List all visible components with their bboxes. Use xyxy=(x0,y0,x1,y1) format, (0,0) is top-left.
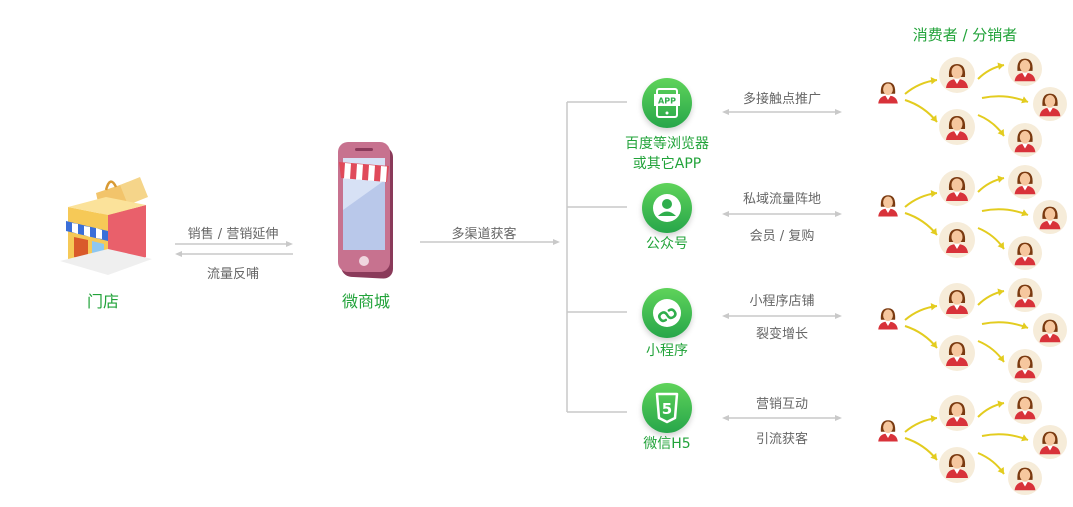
share-arrow xyxy=(977,227,1005,250)
channel-app-arrow xyxy=(722,109,842,115)
consumer-avatar xyxy=(1008,390,1042,424)
consumer-avatar xyxy=(1033,313,1067,347)
share-arrow xyxy=(981,321,1029,330)
consumer-avatar xyxy=(1008,165,1042,199)
channel-official-account-arrow xyxy=(722,211,842,217)
consumer-avatar xyxy=(1033,200,1067,234)
consumer-avatar xyxy=(939,395,975,431)
edge-label-store-to-mall: 销售 / 营销延伸 xyxy=(187,227,279,242)
channel-miniprogram-bottom-label: 裂变增长 xyxy=(755,327,809,342)
share-arrow xyxy=(904,414,938,433)
consumer-avatar xyxy=(939,222,975,258)
channel-app-top-label: 多接触点推广 xyxy=(742,92,822,107)
share-arrow xyxy=(977,288,1005,306)
store-label: 门店 xyxy=(86,292,120,311)
consumer-avatar xyxy=(1008,278,1042,312)
consumers-title: 消费者 / 分销者 xyxy=(912,26,1018,44)
channel-miniprogram-name: 小程序 xyxy=(646,343,688,359)
distributor-avatar xyxy=(878,308,898,330)
share-arrow xyxy=(904,99,938,123)
share-arrow xyxy=(977,175,1005,193)
consumer-avatar xyxy=(1033,425,1067,459)
edge-label-mall-to-store: 流量反哺 xyxy=(206,267,260,282)
consumer-avatar xyxy=(939,170,975,206)
consumer-avatar xyxy=(1008,52,1042,86)
mall-label: 微商城 xyxy=(341,292,391,311)
share-arrow xyxy=(904,76,938,95)
channel-bracket xyxy=(566,101,627,413)
share-arrow xyxy=(981,95,1029,104)
share-arrow xyxy=(977,400,1005,418)
consumer-avatar xyxy=(1008,123,1042,157)
channel-official-account-name: 公众号 xyxy=(646,236,688,252)
consumer-avatar xyxy=(939,109,975,145)
share-arrow xyxy=(981,433,1029,442)
phone-illustration xyxy=(335,140,397,279)
consumer-avatar xyxy=(1008,349,1042,383)
share-arrow xyxy=(977,452,1005,475)
channel-official-account-top-label: 私域流量阵地 xyxy=(742,192,822,207)
share-arrow xyxy=(904,212,938,236)
channel-h5-name: 微信H5 xyxy=(643,436,691,452)
consumer-avatar xyxy=(1008,236,1042,270)
share-arrow xyxy=(904,325,938,349)
channel-h5-top-label: 营销互动 xyxy=(755,397,809,412)
edge-label-mall-to-channels: 多渠道获客 xyxy=(451,227,517,242)
channel-h5-arrow xyxy=(722,415,842,421)
channel-h5-bottom-label: 引流获客 xyxy=(755,432,809,447)
channel-app-icon: APP xyxy=(642,78,692,128)
channel-app-name-line1: 百度等浏览器 xyxy=(625,136,709,152)
consumer-avatar xyxy=(939,283,975,319)
smartphone-icon xyxy=(338,142,393,279)
distributor-avatar xyxy=(878,195,898,217)
app-icon-text: APP xyxy=(658,97,676,106)
channel-app-name-line2: 或其它APP xyxy=(632,156,702,172)
h5-icon-text: 5 xyxy=(662,400,672,418)
distributor-avatar xyxy=(878,82,898,104)
channel-miniprogram-arrow xyxy=(722,313,842,319)
store-icon xyxy=(60,177,152,275)
share-arrow xyxy=(977,62,1005,80)
channel-official-account-bottom-label: 会员 / 复购 xyxy=(749,229,815,244)
share-arrow xyxy=(981,208,1029,217)
channel-official-account-icon xyxy=(642,183,692,233)
store-illustration xyxy=(58,175,153,280)
mall-channels-arrow xyxy=(420,239,560,245)
consumer-avatar xyxy=(939,57,975,93)
consumer-avatar xyxy=(1033,87,1067,121)
consumer-avatar xyxy=(939,335,975,371)
channel-miniprogram-top-label: 小程序店铺 xyxy=(749,294,815,309)
share-arrow xyxy=(977,340,1005,363)
channel-miniprogram-icon xyxy=(642,288,692,338)
store-mall-arrows xyxy=(175,241,293,257)
consumer-avatar xyxy=(1008,461,1042,495)
share-arrow xyxy=(977,114,1005,137)
channel-h5-icon: 5 xyxy=(642,383,692,433)
share-arrow xyxy=(904,302,938,321)
distributor-avatar xyxy=(878,420,898,442)
consumer-avatar xyxy=(939,447,975,483)
share-arrow xyxy=(904,189,938,208)
share-arrow xyxy=(904,437,938,461)
